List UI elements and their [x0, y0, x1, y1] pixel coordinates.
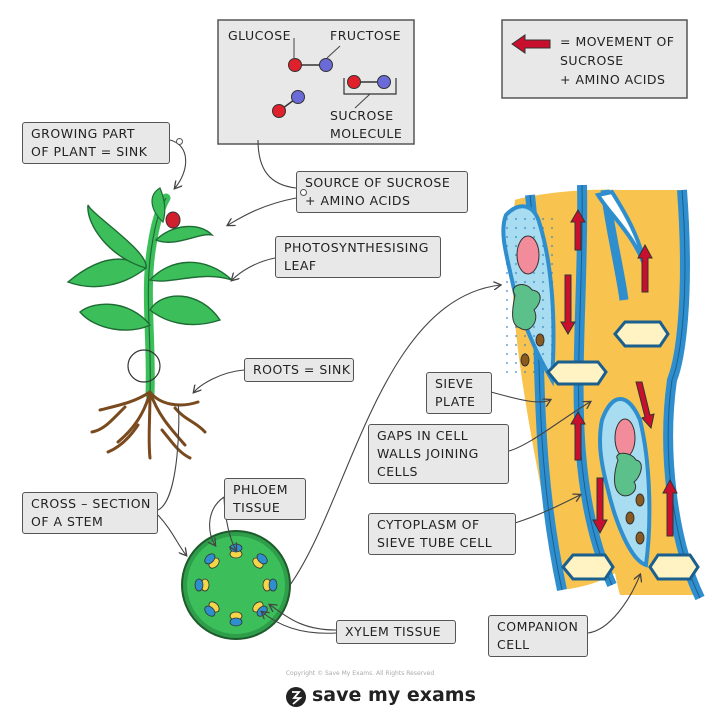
brand-name: save my exams [312, 684, 476, 706]
label-source-line2: + AMINO ACIDS [305, 193, 411, 208]
label-photosynthesising-line2: LEAF [284, 258, 317, 273]
molecule-label: MOLECULE [330, 126, 403, 141]
flower-bud-icon [165, 211, 181, 229]
vascular-bundle [252, 553, 268, 569]
label-gaps-line2: WALLS JOINING [377, 446, 479, 461]
copyright-text: Copyright © Save My Exams. All Rights Re… [285, 670, 435, 677]
label-source: SOURCE OF SUCROSE + AMINO ACIDS [296, 171, 468, 213]
label-cytoplasm-line2: SIEVE TUBE CELL [377, 535, 493, 550]
label-growing-part: GROWING PART OF PLANT = SINK [22, 122, 170, 164]
plant-illustration [66, 187, 233, 460]
vascular-bundle [204, 553, 220, 569]
tag-hole-icon [176, 138, 183, 145]
label-sieve-plate-line1: SIEVE [435, 376, 474, 391]
fructose-icon [319, 58, 333, 72]
vascular-bundle [204, 601, 220, 617]
label-gaps-line3: CELLS [377, 464, 418, 479]
label-companion-line1: COMPANION [497, 619, 579, 634]
legend-line-1: = MOVEMENT OF [560, 34, 675, 49]
label-gaps-line1: GAPS IN CELL [377, 428, 469, 443]
vascular-bundle [229, 543, 243, 559]
legend-line-3: + AMINO ACIDS [560, 72, 666, 87]
label-cross-section-line2: OF A STEM [31, 514, 104, 529]
glucose-icon [288, 58, 302, 72]
vascular-bundle [194, 578, 210, 592]
label-phloem-line2: TISSUE [233, 500, 281, 515]
stem-section-marker [127, 349, 161, 383]
lightning-icon [292, 691, 303, 705]
phloem-tubes [501, 184, 705, 601]
sucrose-glucose-icon [347, 75, 361, 89]
sucrose-fructose-icon [377, 75, 391, 89]
fructose-icon [291, 90, 305, 104]
label-photosynthesising-line1: PHOTOSYNTHESISING [284, 240, 429, 255]
stem-cross-section [181, 530, 291, 640]
vascular-bundle [229, 611, 243, 627]
label-phloem-line1: PHLOEM [233, 482, 288, 497]
sieve-plate-icon [545, 320, 700, 581]
tag-hole-icon [300, 189, 307, 196]
vascular-bundle [262, 578, 278, 592]
label-cytoplasm-line1: CYTOPLASM OF [377, 517, 480, 532]
label-sieve-plate-line2: PLATE [435, 394, 476, 409]
legend-line-2: SUCROSE [560, 53, 624, 68]
legend-box [501, 19, 688, 99]
label-cross-section: CROSS – SECTION OF A STEM [22, 492, 158, 534]
glucose-icon [272, 104, 286, 118]
roots-icon [90, 390, 207, 460]
companion-organelle-icon-2 [614, 452, 642, 497]
label-roots: ROOTS = SINK [244, 358, 354, 382]
label-companion-line2: CELL [497, 637, 530, 652]
label-xylem-line1: XYLEM TISSUE [345, 624, 442, 639]
label-phloem: PHLOEM TISSUE [224, 478, 306, 520]
fructose-label: FRUCTOSE [330, 28, 402, 43]
label-cytoplasm: CYTOPLASM OF SIEVE TUBE CELL [368, 513, 516, 555]
label-sieve-plate: SIEVE PLATE [426, 372, 492, 414]
sucrose-flow-arrows [560, 209, 678, 537]
label-xylem: XYLEM TISSUE [336, 620, 456, 644]
label-cross-section-line1: CROSS – SECTION [31, 496, 151, 511]
companion-nucleus-icon [516, 235, 540, 275]
companion-nucleus-icon-2 [614, 418, 636, 458]
label-roots-line1: ROOTS = SINK [253, 362, 351, 377]
label-photosynthesising: PHOTOSYNTHESISING LEAF [275, 236, 441, 278]
glucose-label: GLUCOSE [228, 28, 292, 43]
companion-organelle-icon [512, 284, 541, 331]
label-source-line1: SOURCE OF SUCROSE [305, 175, 451, 190]
label-companion: COMPANION CELL [488, 615, 588, 657]
legend-arrow-icon [511, 34, 551, 54]
label-growing-part-line1: GROWING PART [31, 126, 135, 141]
sucrose-label: SUCROSE [330, 108, 394, 123]
label-gaps: GAPS IN CELL WALLS JOINING CELLS [368, 424, 509, 484]
label-growing-part-line2: OF PLANT = SINK [31, 144, 148, 159]
